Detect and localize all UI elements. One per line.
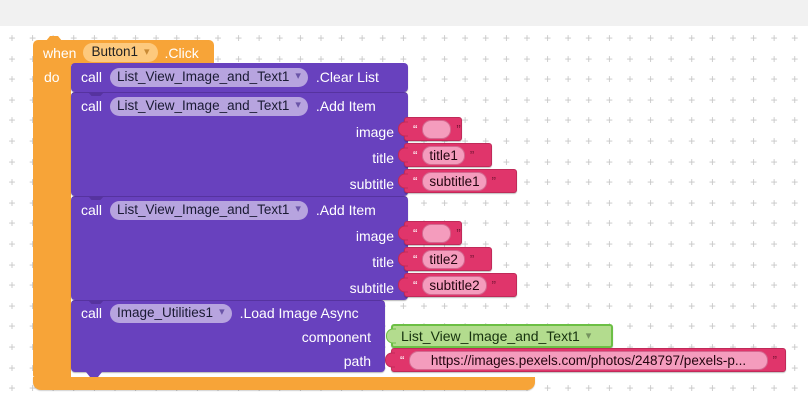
open-quote: “ bbox=[400, 352, 405, 368]
dropdown-arrow-icon: ▾ bbox=[295, 70, 301, 82]
block-bottom-notch bbox=[86, 372, 102, 377]
open-quote: “ bbox=[413, 173, 418, 189]
open-quote: “ bbox=[413, 121, 418, 137]
close-quote: ” bbox=[469, 251, 475, 267]
component-dropdown-image-utilities[interactable]: Image_Utilities1 ▾ bbox=[110, 303, 232, 323]
when-keyword: when bbox=[43, 44, 77, 61]
block-seam-notch bbox=[88, 196, 104, 200]
method-name: .Add Item bbox=[315, 202, 376, 218]
component-dropdown-button1[interactable]: Button1 ▾ bbox=[83, 43, 158, 62]
open-quote: “ bbox=[413, 277, 418, 293]
dropdown-arrow-icon: ▾ bbox=[219, 306, 225, 318]
close-quote: ” bbox=[456, 225, 461, 241]
text-block-subtitle-1[interactable]: “ subtitle1 ” bbox=[404, 169, 517, 193]
component-dropdown-label: Image_Utilities1 bbox=[117, 304, 214, 320]
param-label-subtitle: subtitle bbox=[349, 176, 394, 192]
close-quote: ” bbox=[469, 147, 475, 163]
close-quote: ” bbox=[456, 121, 461, 137]
text-field-subtitle-2[interactable]: subtitle2 bbox=[422, 275, 487, 295]
component-dropdown-label: List_View_Image_and_Text1 bbox=[117, 97, 290, 113]
block-seam-notch bbox=[88, 92, 104, 96]
event-block-do-slot: do bbox=[33, 64, 71, 377]
close-quote: ” bbox=[491, 173, 496, 189]
component-block-listview[interactable]: List_View_Image_and_Text1 ▾ bbox=[391, 324, 613, 348]
text-field-title-2[interactable]: title2 bbox=[422, 249, 465, 269]
param-label-component: component bbox=[301, 329, 371, 345]
text-field-image-2[interactable] bbox=[422, 223, 452, 243]
text-block-subtitle-2[interactable]: “ subtitle2 ” bbox=[404, 273, 517, 297]
text-block-title-1[interactable]: “ title1 ” bbox=[404, 143, 492, 167]
param-label-subtitle: subtitle bbox=[349, 280, 394, 296]
call-block-load-image-async[interactable]: call Image_Utilities1 ▾ .Load Image Asyn… bbox=[71, 300, 385, 372]
component-dropdown-listview[interactable]: List_View_Image_and_Text1 ▾ bbox=[110, 96, 308, 116]
close-quote: ” bbox=[772, 352, 777, 368]
param-label-image: image bbox=[355, 228, 394, 244]
param-label-image: image bbox=[355, 124, 394, 140]
call-keyword: call bbox=[81, 98, 103, 114]
component-dropdown-label: List_View_Image_and_Text1 bbox=[117, 68, 290, 84]
method-name: .Clear List bbox=[315, 69, 379, 85]
call-block-add-item-2[interactable]: call List_View_Image_and_Text1 ▾ .Add It… bbox=[71, 196, 408, 300]
event-block-bottom-bar bbox=[33, 377, 535, 390]
text-field-title-1[interactable]: title1 bbox=[422, 145, 465, 165]
component-dropdown-label: List_View_Image_and_Text1 bbox=[117, 201, 290, 217]
param-label-title: title bbox=[372, 254, 394, 270]
component-dropdown-listview[interactable]: List_View_Image_and_Text1 ▾ bbox=[110, 67, 308, 87]
event-name: .Click bbox=[164, 44, 199, 61]
dropdown-arrow-icon: ▾ bbox=[585, 329, 592, 342]
param-label-title: title bbox=[372, 150, 394, 166]
component-dropdown-label: Button1 bbox=[91, 44, 139, 59]
method-name: .Add Item bbox=[315, 98, 376, 114]
open-quote: “ bbox=[413, 225, 418, 241]
open-quote: “ bbox=[413, 251, 418, 267]
text-field-path-url[interactable]: https://images.pexels.com/photos/248797/… bbox=[409, 350, 768, 370]
text-block-title-2[interactable]: “ title2 ” bbox=[404, 247, 492, 271]
text-field-image-1[interactable] bbox=[422, 119, 452, 139]
call-block-clear-list[interactable]: call List_View_Image_and_Text1 ▾ .Clear … bbox=[71, 63, 408, 92]
method-name: .Load Image Async bbox=[239, 305, 359, 321]
call-keyword: call bbox=[81, 305, 103, 321]
do-keyword: do bbox=[44, 69, 60, 85]
call-block-add-item-1[interactable]: call List_View_Image_and_Text1 ▾ .Add It… bbox=[71, 92, 408, 196]
dropdown-arrow-icon: ▾ bbox=[295, 203, 301, 215]
call-keyword: call bbox=[81, 69, 103, 85]
component-block-label: List_View_Image_and_Text1 bbox=[401, 328, 580, 344]
block-seam-notch bbox=[88, 300, 104, 304]
text-block-image-2[interactable]: “ ” bbox=[404, 221, 462, 245]
param-label-path: path bbox=[343, 353, 371, 369]
workspace-top-strip bbox=[0, 0, 808, 26]
open-quote: “ bbox=[413, 147, 418, 163]
component-dropdown-listview[interactable]: List_View_Image_and_Text1 ▾ bbox=[110, 200, 308, 220]
text-field-subtitle-1[interactable]: subtitle1 bbox=[422, 171, 487, 191]
block-top-notch bbox=[46, 36, 62, 41]
text-block-path-url[interactable]: “ https://images.pexels.com/photos/24879… bbox=[391, 348, 786, 372]
close-quote: ” bbox=[491, 277, 496, 293]
text-block-image-1[interactable]: “ ” bbox=[404, 117, 462, 141]
call-keyword: call bbox=[81, 202, 103, 218]
dropdown-arrow-icon: ▾ bbox=[144, 45, 150, 58]
event-block-header[interactable]: when Button1 ▾ .Click bbox=[33, 40, 214, 65]
dropdown-arrow-icon: ▾ bbox=[295, 99, 301, 111]
